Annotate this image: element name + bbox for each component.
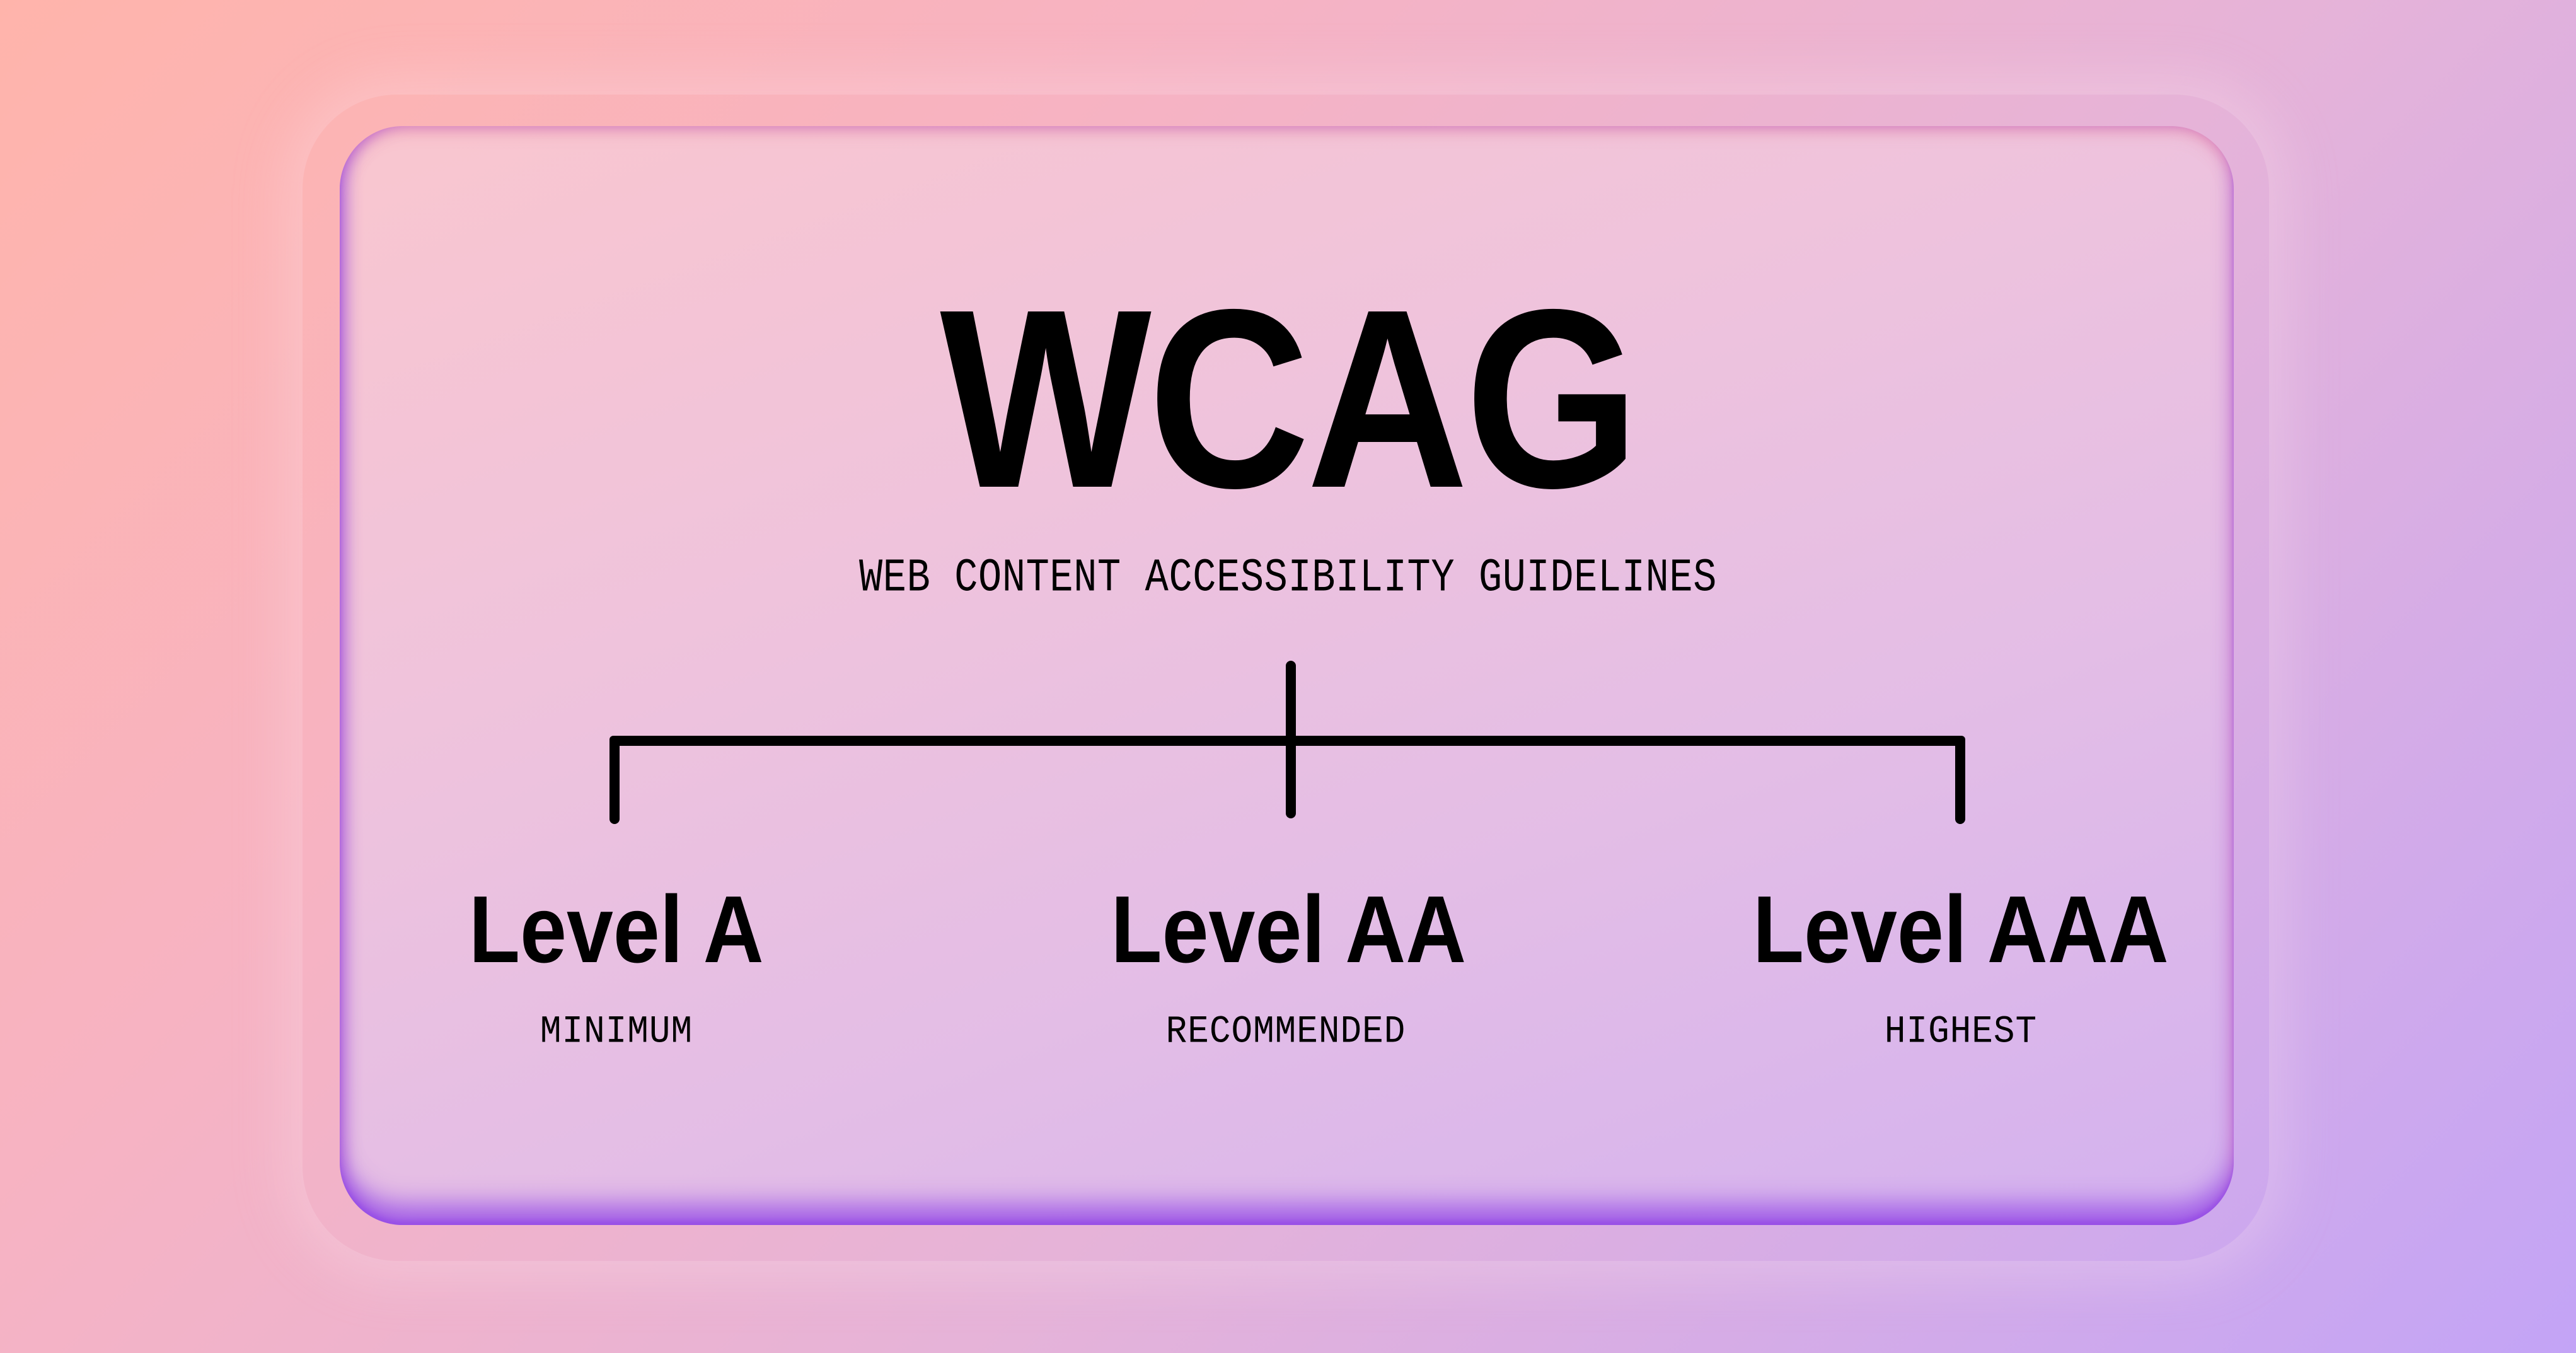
diagram-title: WCAG [0,271,2576,526]
level-a-name: Level A [364,881,869,977]
level-aaa-name: Level AAA [1709,881,2213,977]
connector-crossbar [609,736,1965,746]
level-aaa-desc-text: HIGHEST [1884,1009,2038,1054]
title-text: WCAG [940,256,1639,541]
level-a-description: MINIMUM [364,1012,869,1051]
subtitle-text: WEB CONTENT ACCESSIBILITY GUIDELINES [858,551,1718,605]
level-aa-description: RECOMMENDED [1034,1012,1538,1051]
level-aa-desc-text: RECOMMENDED [1165,1009,1406,1054]
level-aa-label: Level AA [1111,876,1466,982]
level-a-desc-text: MINIMUM [540,1009,693,1054]
level-aaa-label: Level AAA [1753,876,2169,982]
level-aa-name: Level AA [1036,881,1540,977]
diagram-subtitle: WEB CONTENT ACCESSIBILITY GUIDELINES [0,554,2576,601]
connector-branch-right [1955,736,1965,824]
connector-branch-left [609,736,620,824]
level-a-label: Level A [469,876,764,982]
level-aaa-description: HIGHEST [1709,1012,2213,1051]
